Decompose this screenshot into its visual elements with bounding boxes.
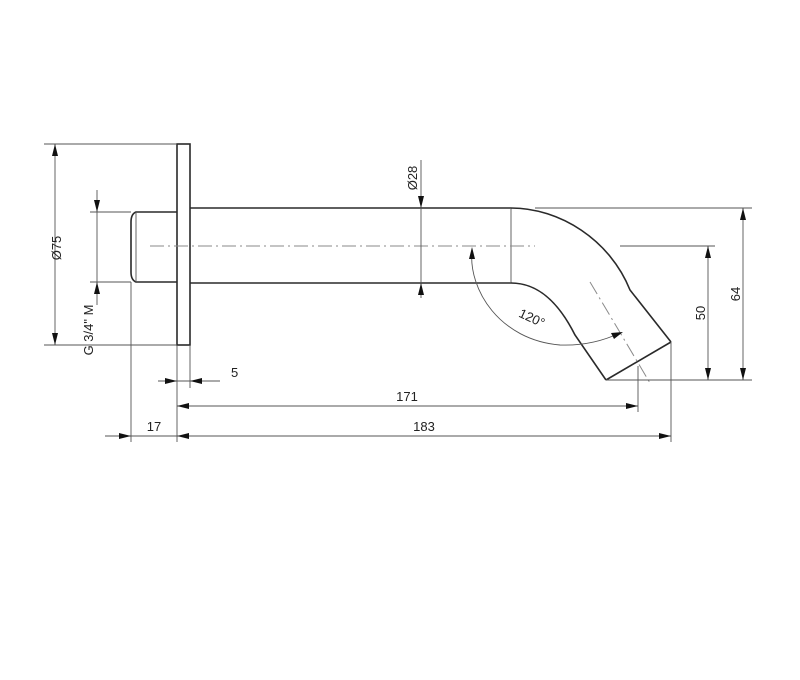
thread-label: G 3/4" M — [81, 305, 96, 356]
outlet-face — [605, 341, 672, 381]
bend-outer-edge — [510, 207, 672, 343]
dim-thread: G 3/4" M — [81, 190, 100, 355]
dim-pipe-diameter: Ø28 — [405, 166, 424, 295]
extension-lines — [44, 143, 752, 442]
bend-inner-edge — [510, 282, 607, 381]
dim-overall-projection: 183 — [177, 419, 671, 439]
spout-body — [130, 143, 672, 381]
overall-projection-label: 183 — [413, 419, 435, 434]
outlet-height-overall-label: 64 — [728, 287, 743, 301]
thread-length-label: 17 — [147, 419, 161, 434]
dim-outlet-height-axis: 50 — [693, 246, 711, 380]
dim-thread-length: 17 — [105, 419, 177, 439]
bend-angle-label: 120° — [517, 305, 548, 330]
dim-flange-thickness: 5 — [158, 365, 238, 384]
dim-projection-outlet-axis: 171 — [177, 389, 638, 409]
threaded-connector — [130, 211, 177, 283]
outlet-height-axis-label: 50 — [693, 306, 708, 320]
wall-flange — [176, 143, 191, 346]
dim-flange-diameter: Ø75 — [49, 144, 64, 345]
flange-thickness-label: 5 — [231, 365, 238, 380]
projection-outlet-axis-label: 171 — [396, 389, 418, 404]
dim-outlet-height-overall: 64 — [728, 208, 746, 380]
flange-diameter-label: Ø75 — [49, 236, 64, 261]
pipe-diameter-label: Ø28 — [405, 166, 420, 191]
